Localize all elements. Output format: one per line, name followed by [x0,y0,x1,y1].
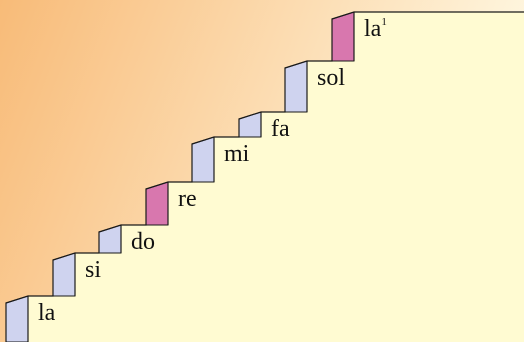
step-label-1: la [38,300,56,326]
step-label-4: re [178,186,197,212]
staircase-outline [5,11,524,342]
step-label-5: mi [224,141,250,167]
step-label-superscript: 1 [381,16,387,28]
step-riser-8 [331,11,355,62]
step-riser-7 [284,60,308,113]
step-label-2: si [85,257,101,283]
step-label-3: do [131,229,155,255]
step-riser-1 [5,295,29,342]
step-label-6: fa [271,116,290,142]
step-label-8: la1 [364,16,387,42]
staircase-body [6,12,524,342]
step-label-7: sol [317,65,345,91]
step-riser-5 [191,136,215,183]
